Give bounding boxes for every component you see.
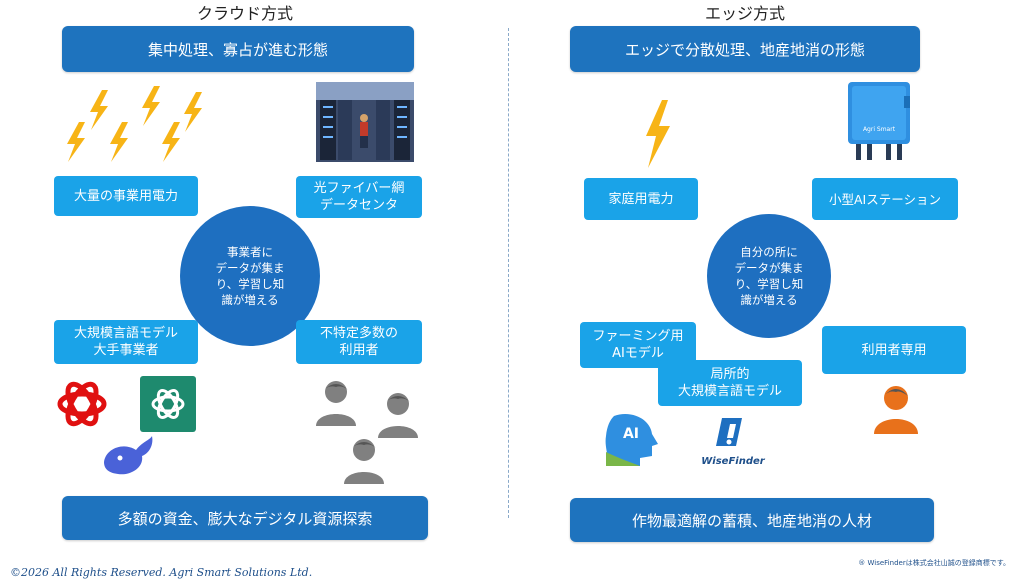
copyright-text: ©2026 All Rights Reserved. Agri Smart So…: [10, 566, 313, 579]
power-bolts-icon: [60, 84, 210, 174]
wisefinder-logo-text: WiseFinder: [701, 456, 765, 467]
ai-logo-text: AI: [622, 426, 640, 442]
ai-head-logo-icon: AI: [600, 412, 660, 468]
datacenter-photo: [316, 82, 414, 162]
ai-station-label: 小型AIステーション: [812, 178, 958, 220]
cloud-title: クラウド方式: [196, 4, 293, 23]
cloud-bottom-banner: 多額の資金、膨大なデジタル資源探索: [62, 496, 428, 540]
llm-provider-label: 大規模言語モデル 大手事業者: [54, 320, 198, 364]
home-power-bolt-icon: [642, 100, 672, 170]
edge-title: エッジ方式: [704, 4, 785, 23]
edge-bottom-banner: 作物最適解の蓄積、地産地消の人材: [570, 498, 934, 542]
local-llm-label: 局所的 大規模言語モデル: [658, 360, 802, 406]
deepseek-whale-icon: [100, 432, 156, 478]
edge-top-banner: エッジで分散処理、地産地消の形態: [570, 26, 920, 72]
dedicated-user-label: 利用者専用: [822, 326, 966, 374]
users-group-icon: [314, 378, 444, 488]
openai-logo-icon: [52, 374, 112, 434]
cloud-top-banner: 集中処理、寡占が進む形態: [62, 26, 414, 72]
home-power-label: 家庭用電力: [584, 178, 698, 220]
datacenter-label: 光ファイバー網 データセンタ: [296, 176, 422, 218]
wisefinder-logo-icon: WiseFinder: [696, 416, 770, 474]
chatgpt-logo-icon: [140, 376, 196, 432]
trademark-note: ® WiseFinderは株式会社山誠の登録商標です。: [858, 559, 1010, 567]
many-users-label: 不特定多数の 利用者: [296, 320, 422, 364]
cloud-power-label: 大量の事業用電力: [54, 176, 198, 216]
dedicated-user-icon: [872, 384, 920, 434]
agri-smart-device-icon: Agri Smart: [846, 82, 912, 162]
device-brand-text: Agri Smart: [862, 126, 896, 133]
edge-center-circle: 自分の所に データが集ま り、学習し知 識が増える: [707, 214, 831, 338]
column-divider: [508, 28, 509, 518]
cloud-center-circle: 事業者に データが集ま り、学習し知 識が増える: [180, 206, 320, 346]
